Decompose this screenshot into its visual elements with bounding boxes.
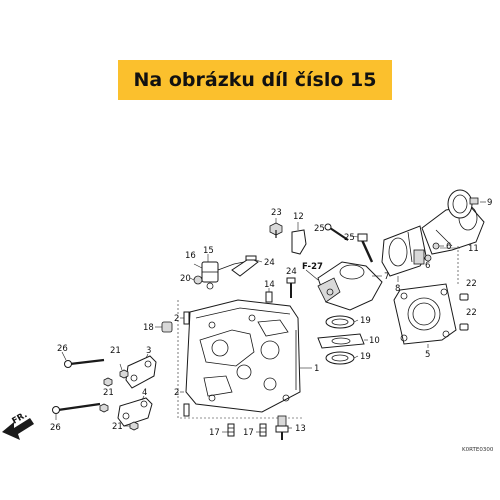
- callout-25-upper: 25: [314, 224, 325, 234]
- callout-24-middle: 24: [286, 267, 297, 277]
- callout-23: 23: [271, 208, 282, 218]
- screw-6-lower: [424, 254, 432, 262]
- callout-3: 3: [146, 346, 151, 356]
- callout-18: 18: [143, 323, 154, 333]
- callout-15: 15: [203, 246, 214, 256]
- stud-bolt-lower: [52, 402, 101, 414]
- callout-11: 11: [468, 244, 479, 254]
- diagram-code: K0RTE0300: [462, 447, 494, 453]
- bolt-17-right: [259, 423, 267, 437]
- callout-6-lower: 6: [425, 261, 430, 271]
- plug: [161, 321, 173, 333]
- callout-26-upper: 26: [57, 344, 68, 354]
- cylinder-gasket: [393, 283, 457, 345]
- callout-2-lower: 2: [174, 388, 179, 398]
- callout-12: 12: [293, 212, 304, 222]
- hose-clamp: [447, 189, 479, 219]
- callout-8: 8: [395, 284, 400, 294]
- section-ref: F-27: [302, 262, 323, 272]
- bolt-23: [269, 222, 283, 238]
- callout-2-upper: 2: [174, 314, 179, 324]
- dowel-pin-22-lower: [459, 323, 469, 331]
- bolt-25-upper: [324, 223, 349, 241]
- bolt-25-lower: [357, 233, 374, 263]
- dowel-pin-22-upper: [459, 293, 469, 301]
- bracket-12: [291, 229, 307, 255]
- nut-2: [103, 377, 113, 387]
- insulator-10: [317, 333, 365, 349]
- bolt-17-left: [227, 423, 235, 437]
- callout-16: 16: [185, 251, 196, 261]
- plate-lower: [117, 397, 153, 427]
- part-15-assembly: [201, 257, 259, 290]
- callout-24-upper: 24: [264, 258, 275, 268]
- nut-4: [129, 421, 139, 431]
- callout-20: 20: [180, 274, 191, 284]
- part-13: [275, 415, 289, 440]
- callout-21-a: 21: [110, 346, 121, 356]
- callout-7: 7: [384, 272, 389, 282]
- callout-9: 9: [487, 198, 492, 208]
- screw-6-upper: [432, 242, 440, 250]
- bolt-24-upper: [245, 255, 257, 261]
- callout-4: 4: [142, 388, 147, 398]
- callout-26-lower: 26: [50, 423, 61, 433]
- nut-1: [119, 369, 129, 379]
- intake-insulator: [317, 261, 383, 311]
- callout-6-upper: 6: [446, 242, 451, 252]
- front-direction-arrow-icon: [2, 418, 34, 440]
- callout-10: 10: [369, 336, 380, 346]
- gasket-19-lower: [325, 351, 355, 365]
- callout-22-lower: 22: [466, 308, 477, 318]
- nut-3: [99, 403, 109, 413]
- callout-22-upper: 22: [466, 279, 477, 289]
- gasket-19-upper: [325, 315, 355, 329]
- callout-21-b: 21: [103, 388, 114, 398]
- part-number-banner: Na obrázku díl číslo 15: [118, 60, 392, 100]
- callout-21-c: 21: [112, 422, 123, 432]
- washer-20: [193, 275, 203, 285]
- callout-19-lower: 19: [360, 352, 371, 362]
- callout-25-lower: 25: [344, 233, 355, 243]
- dowel-pin-lower: [183, 403, 190, 417]
- callout-17-left: 17: [209, 428, 220, 438]
- banner-text: Na obrázku díl číslo 15: [133, 69, 377, 91]
- callout-19-upper: 19: [360, 316, 371, 326]
- callout-17-right: 17: [243, 428, 254, 438]
- callout-5: 5: [425, 350, 430, 360]
- dowel-pin-upper: [183, 311, 190, 325]
- cylinder-head: [185, 299, 301, 413]
- callout-13: 13: [295, 424, 306, 434]
- bolt-14: [265, 291, 273, 303]
- bolt-24-middle: [286, 277, 296, 298]
- plate-upper: [125, 355, 157, 389]
- throttle-body: [381, 225, 427, 277]
- callout-1: 1: [314, 364, 319, 374]
- callout-14: 14: [264, 280, 275, 290]
- stud-bolt-upper: [64, 358, 105, 368]
